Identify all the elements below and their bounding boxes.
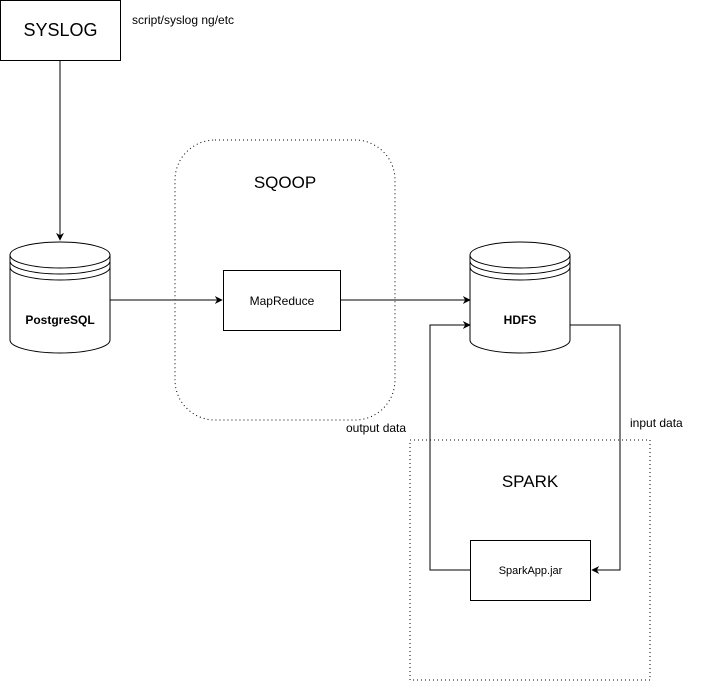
hdfs-database-icon bbox=[469, 241, 571, 354]
output-data-label: output data bbox=[346, 421, 407, 435]
sqoop-label: SQOOP bbox=[253, 173, 317, 192]
mapreduce-box: MapReduce bbox=[223, 270, 341, 331]
syslog-box: SYSLOG bbox=[0, 0, 121, 61]
spark-container bbox=[409, 439, 651, 681]
spark-label: SPARK bbox=[501, 472, 559, 491]
sparkapp-box: SparkApp.jar bbox=[470, 540, 591, 601]
edge-hdfs-to-sparkapp bbox=[570, 324, 621, 574]
postgresql-label: PostgreSQL bbox=[25, 313, 95, 327]
sparkapp-label: SparkApp.jar bbox=[498, 564, 563, 577]
input-data-label: input data bbox=[630, 416, 683, 430]
mapreduce-label: MapReduce bbox=[249, 293, 315, 308]
edge-sparkapp-to-hdfs bbox=[429, 321, 471, 571]
syslog-note: script/syslog ng/etc bbox=[132, 13, 235, 27]
postgresql-database-icon bbox=[9, 241, 111, 354]
syslog-label: SYSLOG bbox=[23, 20, 98, 40]
sqoop-container bbox=[174, 139, 396, 421]
hdfs-label: HDFS bbox=[503, 313, 537, 327]
